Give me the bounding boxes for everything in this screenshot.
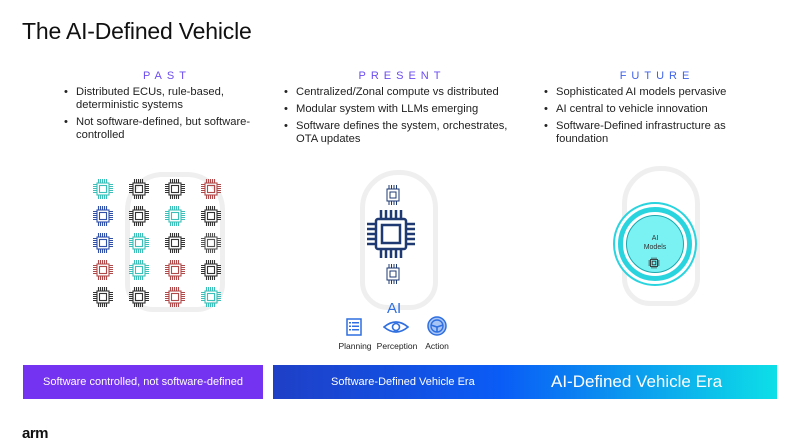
- ecu-chip-icon: [93, 206, 113, 226]
- banner-past-label: Software controlled, not software-define…: [43, 376, 243, 388]
- ecu-chip-grid: [92, 178, 226, 312]
- bullet-item: Sophisticated AI models pervasive: [544, 86, 772, 99]
- ecu-chip-icon: [165, 206, 185, 226]
- ecu-chip-icon: [201, 233, 221, 253]
- planning-label: Planning: [338, 341, 372, 351]
- ecu-chip-icon: [129, 260, 149, 280]
- planning-list-icon: [346, 318, 362, 336]
- arm-logo: arm: [22, 425, 49, 442]
- ecu-chip-icon: [93, 233, 113, 253]
- bullet-list-present: Centralized/Zonal compute vs distributed…: [282, 86, 522, 146]
- ecu-chip-icon: [165, 260, 185, 280]
- ecu-chip-icon: [129, 206, 149, 226]
- perception-label: Perception: [376, 341, 418, 351]
- column-future: FUTURE Sophisticated AI models pervasive…: [542, 70, 772, 150]
- column-present: PRESENT Centralized/Zonal compute vs dis…: [282, 70, 522, 150]
- ecu-chip-icon: [129, 179, 149, 199]
- banner-aidv-label: AI-Defined Vehicle Era: [551, 372, 723, 391]
- column-heading-past: PAST: [143, 70, 191, 82]
- banner-sdv-label: Software-Defined Vehicle Era: [331, 376, 475, 388]
- banner-past-era: Software controlled, not software-define…: [23, 365, 263, 399]
- ecu-chip-icon: [201, 179, 221, 199]
- action-steering-wheel-icon: [427, 316, 447, 336]
- ecu-chip-icon: [201, 206, 221, 226]
- action-label: Action: [425, 341, 449, 351]
- ai-models-label-line1: AI: [651, 235, 659, 242]
- car-outline-icon: [125, 172, 225, 312]
- bullet-item: AI central to vehicle innovation: [544, 103, 772, 116]
- column-heading-present: PRESENT: [358, 70, 446, 82]
- ai-label: AI: [387, 300, 402, 317]
- ai-models-chip-icon: [648, 257, 660, 269]
- bullet-item: Centralized/Zonal compute vs distributed: [284, 86, 522, 99]
- ecu-chip-icon: [93, 260, 113, 280]
- column-past: PAST Distributed ECUs, rule-based, deter…: [62, 70, 272, 146]
- small-chip-icon: [386, 264, 400, 284]
- car-outline-icon: [360, 170, 438, 310]
- ecu-chip-icon: [93, 179, 113, 199]
- small-chip-icon: [386, 185, 400, 205]
- perception-eye-icon: [383, 321, 409, 333]
- ecu-chip-icon: [165, 179, 185, 199]
- ai-models-core: [626, 215, 684, 273]
- ecu-chip-icon: [93, 287, 113, 307]
- ecu-chip-icon: [201, 260, 221, 280]
- column-heading-future: FUTURE: [619, 70, 695, 82]
- bullet-list-future: Sophisticated AI models pervasive AI cen…: [542, 86, 772, 146]
- central-compute-chip-icon: [367, 210, 415, 258]
- ecu-chip-icon: [201, 287, 221, 307]
- ai-models-label-line2: Models: [643, 244, 667, 251]
- bullet-item: Modular system with LLMs emerging: [284, 103, 522, 116]
- ecu-chip-icon: [129, 233, 149, 253]
- bullet-item: Distributed ECUs, rule-based, determinis…: [64, 86, 272, 112]
- bullet-item: Software defines the system, orchestrate…: [284, 120, 522, 146]
- ecu-chip-icon: [165, 287, 185, 307]
- ecu-chip-icon: [129, 287, 149, 307]
- slide-title: The AI-Defined Vehicle: [22, 18, 252, 44]
- banner-era-gradient: Software-Defined Vehicle Era AI-Defined …: [273, 365, 777, 399]
- bullet-list-past: Distributed ECUs, rule-based, determinis…: [62, 86, 272, 142]
- bullet-item: Not software-defined, but software-contr…: [64, 116, 272, 142]
- bullet-item: Software-Defined infrastructure as found…: [544, 120, 772, 146]
- ecu-chip-icon: [165, 233, 185, 253]
